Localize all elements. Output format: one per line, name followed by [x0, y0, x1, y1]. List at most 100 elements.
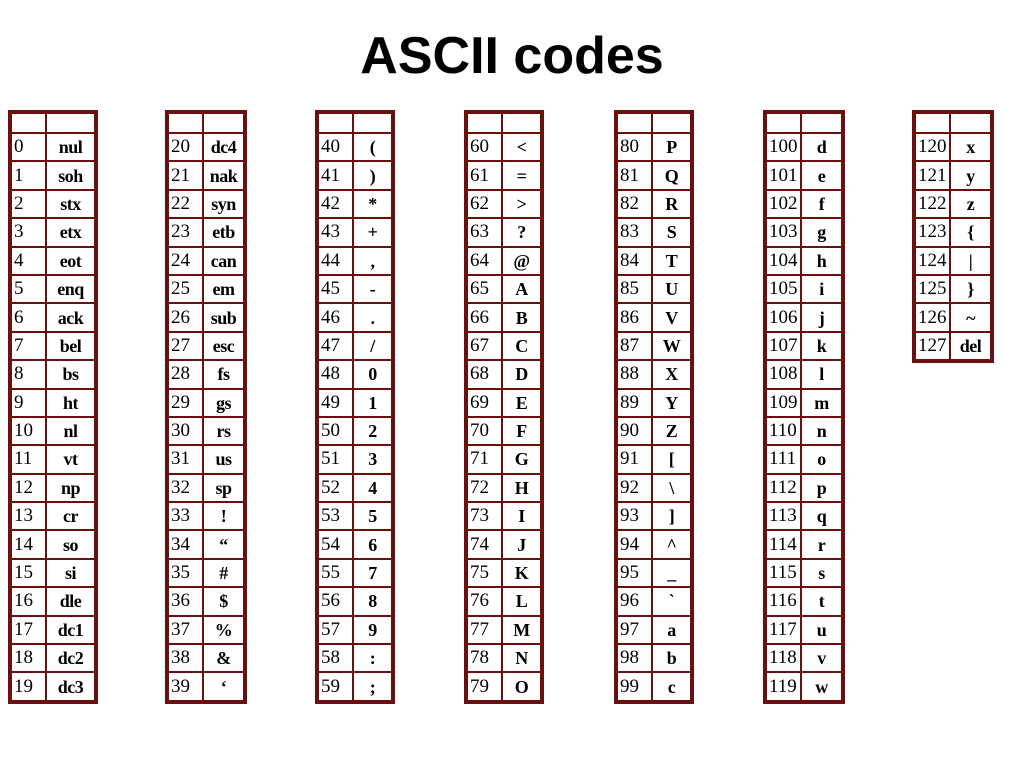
code-cell: 114	[764, 529, 802, 560]
char-cell: X	[651, 359, 693, 390]
char-cell: `	[651, 586, 693, 617]
char-cell: Y	[651, 387, 693, 418]
char-cell: D	[501, 359, 543, 390]
header-cell	[45, 111, 97, 134]
code-cell: 40	[316, 131, 354, 163]
char-cell: 0	[352, 359, 394, 390]
char-cell: @	[501, 245, 543, 276]
char-cell: “	[202, 529, 246, 560]
char-cell: \	[651, 472, 693, 504]
char-cell: i	[800, 273, 844, 305]
code-cell: 51	[316, 444, 354, 475]
table-row: 96`	[615, 586, 693, 617]
code-cell: 8	[9, 359, 47, 390]
char-cell: b	[651, 643, 693, 674]
table-row: 63?	[465, 217, 543, 248]
char-cell: so	[45, 529, 97, 560]
code-cell: 18	[9, 643, 47, 674]
code-cell: 30	[166, 415, 204, 447]
code-cell: 53	[316, 501, 354, 532]
code-cell: 46	[316, 302, 354, 333]
table-row: 34“	[166, 529, 246, 560]
code-cell: 68	[465, 359, 503, 390]
char-cell: us	[202, 444, 246, 475]
char-cell: dc4	[202, 131, 246, 163]
char-cell: 1	[352, 387, 394, 418]
char-cell: ^	[651, 529, 693, 560]
header-cell	[9, 111, 47, 134]
code-cell: 90	[615, 415, 653, 447]
code-cell: 100	[764, 131, 802, 163]
char-cell: s	[800, 557, 844, 589]
char-cell: 2	[352, 415, 394, 447]
code-cell: 10	[9, 415, 47, 447]
char-cell: 7	[352, 557, 394, 589]
char-cell: ht	[45, 387, 97, 418]
code-cell: 79	[465, 671, 503, 703]
code-cell: 115	[764, 557, 802, 589]
code-cell: 97	[615, 614, 653, 646]
code-cell: 99	[615, 671, 653, 703]
code-cell: 15	[9, 557, 47, 589]
code-cell: 43	[316, 217, 354, 248]
char-cell: z	[949, 188, 993, 220]
table-row: 41)	[316, 160, 394, 191]
char-cell: U	[651, 273, 693, 305]
table-row: 62>	[465, 188, 543, 220]
code-cell: 92	[615, 472, 653, 504]
char-cell: $	[202, 586, 246, 617]
code-cell: 49	[316, 387, 354, 418]
char-cell: L	[501, 586, 543, 617]
char-cell: gs	[202, 387, 246, 418]
code-cell: 66	[465, 302, 503, 333]
char-cell: ,	[352, 245, 394, 276]
code-cell: 119	[764, 671, 802, 703]
code-cell: 120	[913, 131, 951, 163]
char-cell: _	[651, 557, 693, 589]
header-cell	[800, 111, 844, 134]
char-cell: #	[202, 557, 246, 589]
code-cell: 121	[913, 160, 951, 191]
char-cell: =	[501, 160, 543, 191]
table-header-row	[764, 111, 844, 134]
char-cell: %	[202, 614, 246, 646]
char-cell: 9	[352, 614, 394, 646]
code-cell: 84	[615, 245, 653, 276]
table-row: 64@	[465, 245, 543, 276]
char-cell: (	[352, 131, 394, 163]
table-row: 59;	[316, 671, 394, 703]
code-cell: 125	[913, 273, 951, 305]
code-cell: 36	[166, 586, 204, 617]
table-header-row	[913, 111, 993, 134]
code-cell: 1	[9, 160, 47, 191]
char-cell: }	[949, 273, 993, 305]
char-cell: d	[800, 131, 844, 163]
code-cell: 58	[316, 643, 354, 674]
code-cell: 26	[166, 302, 204, 333]
